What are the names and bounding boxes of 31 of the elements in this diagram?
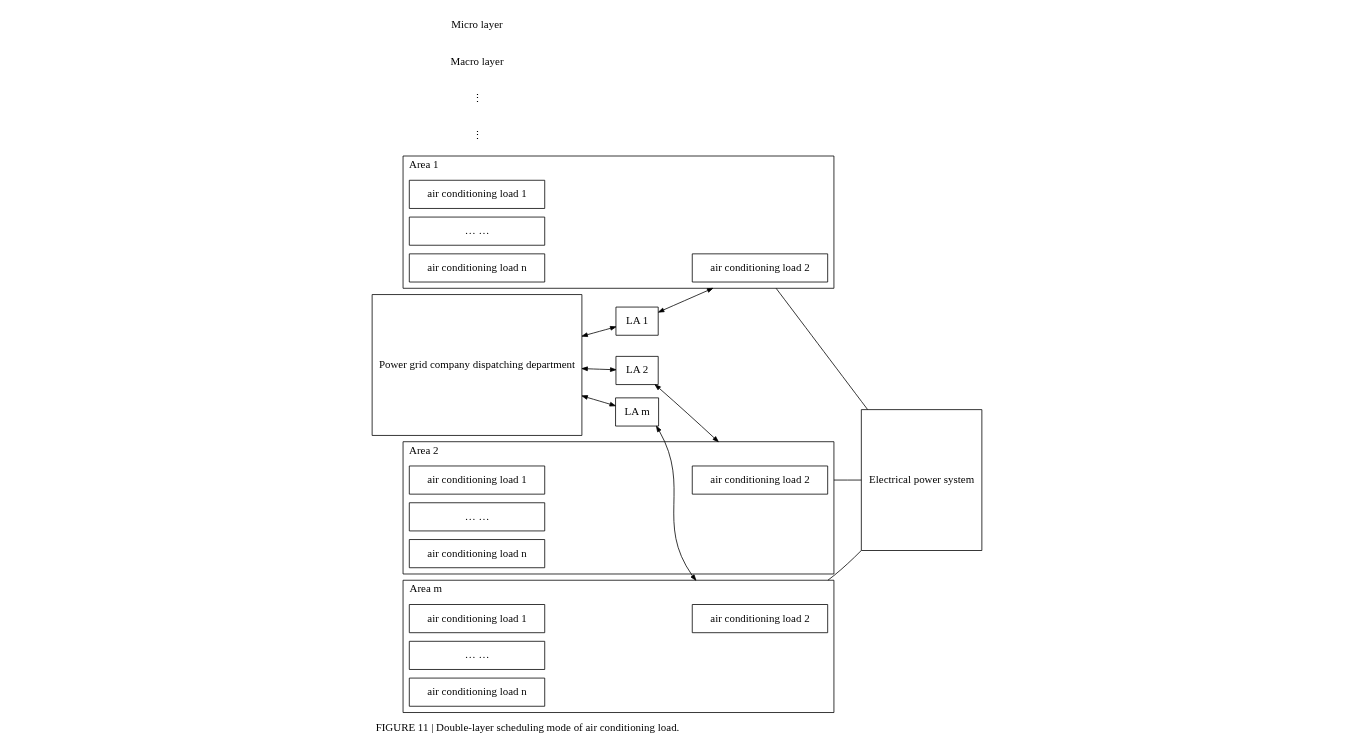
arrow	[656, 425, 697, 581]
connector	[775, 287, 868, 410]
node-box: LA m	[615, 397, 659, 427]
node-box: … …	[408, 640, 546, 670]
arrow	[654, 384, 719, 443]
node-box: air conditioning load n	[408, 539, 546, 569]
node-box: air conditioning load 1	[408, 604, 546, 634]
node-box: … …	[408, 216, 546, 246]
label: ⋮	[471, 128, 483, 141]
node-box: air conditioning load n	[408, 253, 546, 283]
label: Micro layer	[451, 18, 503, 31]
node-box: air conditioning load 1	[408, 179, 546, 209]
connector	[833, 479, 862, 481]
node-box: air conditioning load 2	[691, 604, 829, 634]
node-box: LA 1	[615, 306, 659, 336]
node-box: air conditioning load 1	[408, 465, 546, 495]
node-box: LA 2	[615, 356, 659, 385]
arrow	[581, 395, 616, 407]
node-box: air conditioning load 2	[691, 465, 829, 495]
arrow	[658, 287, 714, 313]
node-box: Electrical power system	[860, 409, 983, 551]
node-box: Power grid company dispatching department	[371, 294, 583, 436]
arrow	[581, 326, 617, 337]
node-box: air conditioning load n	[408, 677, 546, 707]
arrow	[581, 366, 617, 372]
label: Macro layer	[450, 54, 504, 67]
node-box: air conditioning load 2	[691, 253, 829, 283]
node-box: … …	[408, 502, 546, 532]
label: ⋮	[471, 91, 483, 104]
caption: FIGURE 11 | Double-layer scheduling mode of air conditioning load.	[375, 720, 680, 733]
connector	[827, 550, 862, 581]
